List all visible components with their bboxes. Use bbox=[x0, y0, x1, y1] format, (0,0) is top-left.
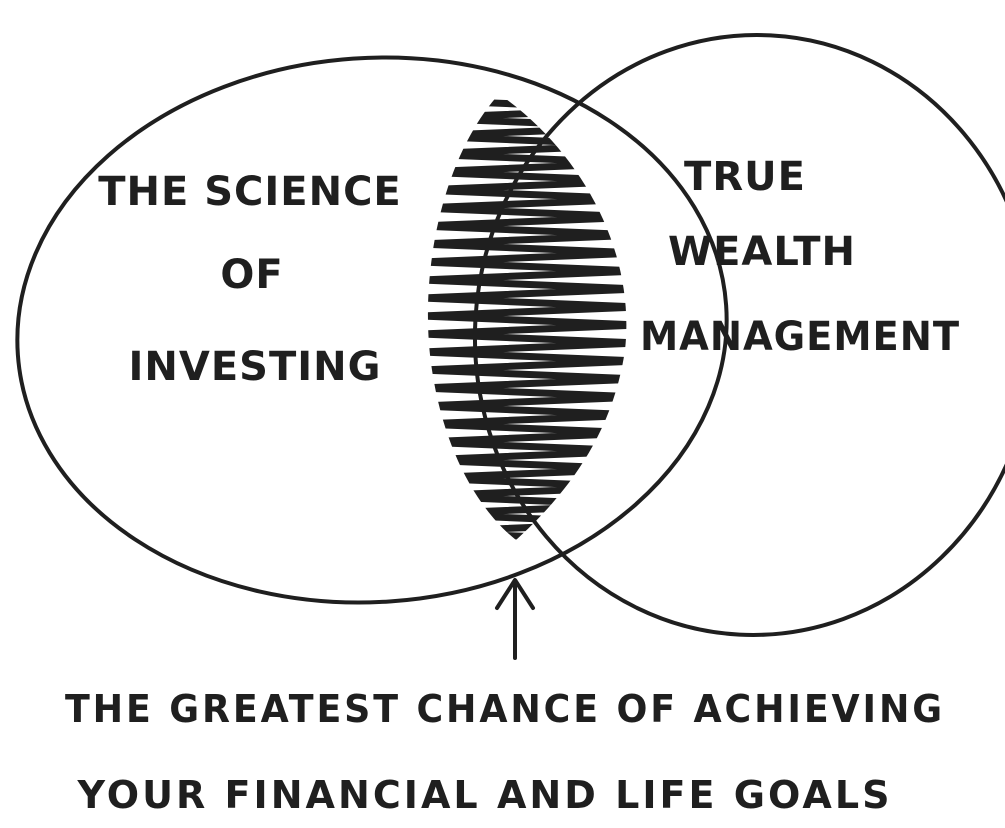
caption-line-2: YOUR FINANCIAL AND LIFE GOALS bbox=[76, 773, 892, 817]
right-label-line-3: MANAGEMENT bbox=[640, 314, 960, 360]
overlap-scribble bbox=[427, 96, 627, 540]
left-label-line-3: INVESTING bbox=[129, 344, 382, 390]
left-circle bbox=[15, 55, 729, 605]
left-label-line-1: THE SCIENCE bbox=[98, 169, 402, 215]
arrow-icon bbox=[495, 578, 535, 660]
right-label-line-1: TRUE bbox=[684, 154, 806, 200]
left-label-line-2: OF bbox=[220, 252, 283, 298]
caption-line-1: THE GREATEST CHANCE OF ACHIEVING bbox=[65, 687, 945, 731]
right-label-line-2: WEALTH bbox=[668, 229, 856, 275]
